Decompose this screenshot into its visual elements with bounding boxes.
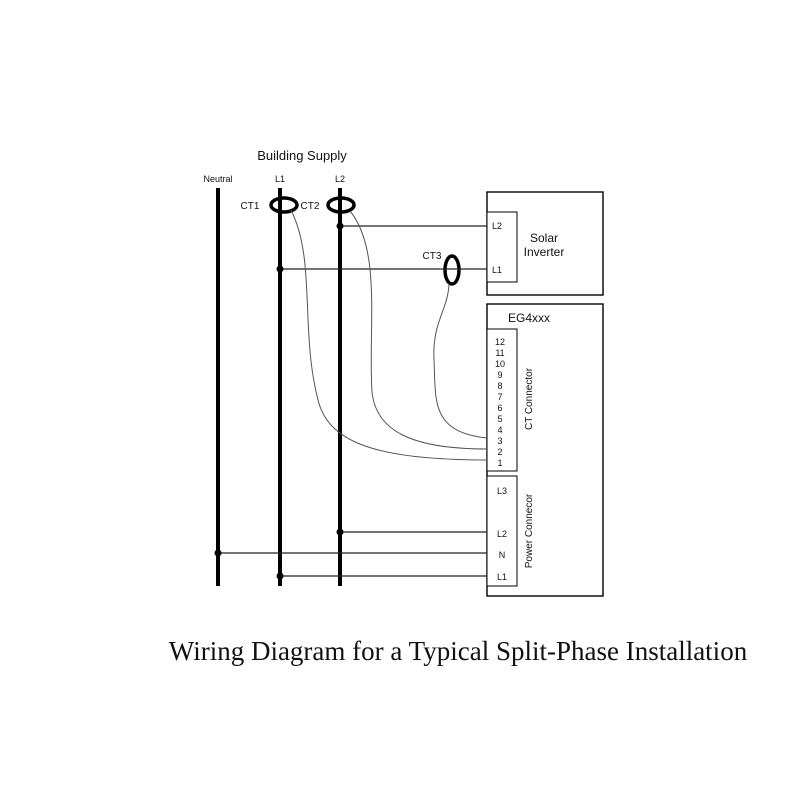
device-title: EG4xxx — [508, 311, 550, 325]
ct2-ring — [326, 196, 356, 214]
power-connector-label: Power Connecor — [524, 493, 535, 568]
power-pin-l3: L3 — [497, 486, 507, 496]
power-pin-l1: L1 — [497, 572, 507, 582]
inverter-terminal-l2: L2 — [492, 221, 502, 231]
ct2-lead-wire — [349, 210, 488, 450]
ct-pin-9: 9 — [497, 370, 502, 380]
ct-pin-4: 4 — [497, 425, 502, 435]
building-supply-title: Building Supply — [257, 148, 347, 163]
ct-pin-12: 12 — [495, 337, 505, 347]
l1-bus-label: L1 — [275, 174, 285, 184]
ct-pin-8: 8 — [497, 381, 502, 391]
ct1-ring — [269, 196, 299, 214]
ct-pin-10: 10 — [495, 359, 505, 369]
inverter-terminal-l1: L1 — [492, 265, 502, 275]
neutral-label: Neutral — [203, 174, 232, 184]
ct-connector-block — [486, 328, 518, 472]
ct-pin-6: 6 — [497, 403, 502, 413]
ct-pin-2: 2 — [497, 447, 502, 457]
ct-connector-label: CT Connector — [524, 367, 535, 430]
ct-pin-7: 7 — [497, 392, 502, 402]
power-pin-n: N — [499, 550, 506, 560]
ct2-label: CT2 — [301, 201, 320, 212]
ct-pin-1: 1 — [497, 458, 502, 468]
power-connector-block — [486, 475, 518, 587]
l1-inverter-junction — [276, 265, 284, 273]
ct1-label: CT1 — [241, 201, 260, 212]
ct3-lead-wire — [433, 283, 488, 439]
ct-pin-11: 11 — [495, 348, 504, 358]
inverter-title-inverter: Inverter — [524, 245, 565, 259]
power-pin-l2: L2 — [497, 529, 507, 539]
ct-pin-5: 5 — [497, 414, 502, 424]
l2-inverter-junction — [336, 222, 344, 230]
ct1-lead-wire — [290, 209, 488, 461]
ct3-ring — [443, 254, 461, 286]
diagram-caption: Wiring Diagram for a Typical Split-Phase… — [168, 636, 748, 666]
inverter-title-solar: Solar — [530, 231, 558, 245]
l2-power-junction — [336, 528, 344, 536]
neutral-power-junction — [214, 549, 222, 557]
ct-pin-3: 3 — [497, 436, 502, 446]
ct3-label: CT3 — [423, 251, 442, 262]
inverter-terminal-block — [486, 211, 518, 283]
l2-bus-label: L2 — [335, 174, 345, 184]
l1-power-junction — [276, 572, 284, 580]
